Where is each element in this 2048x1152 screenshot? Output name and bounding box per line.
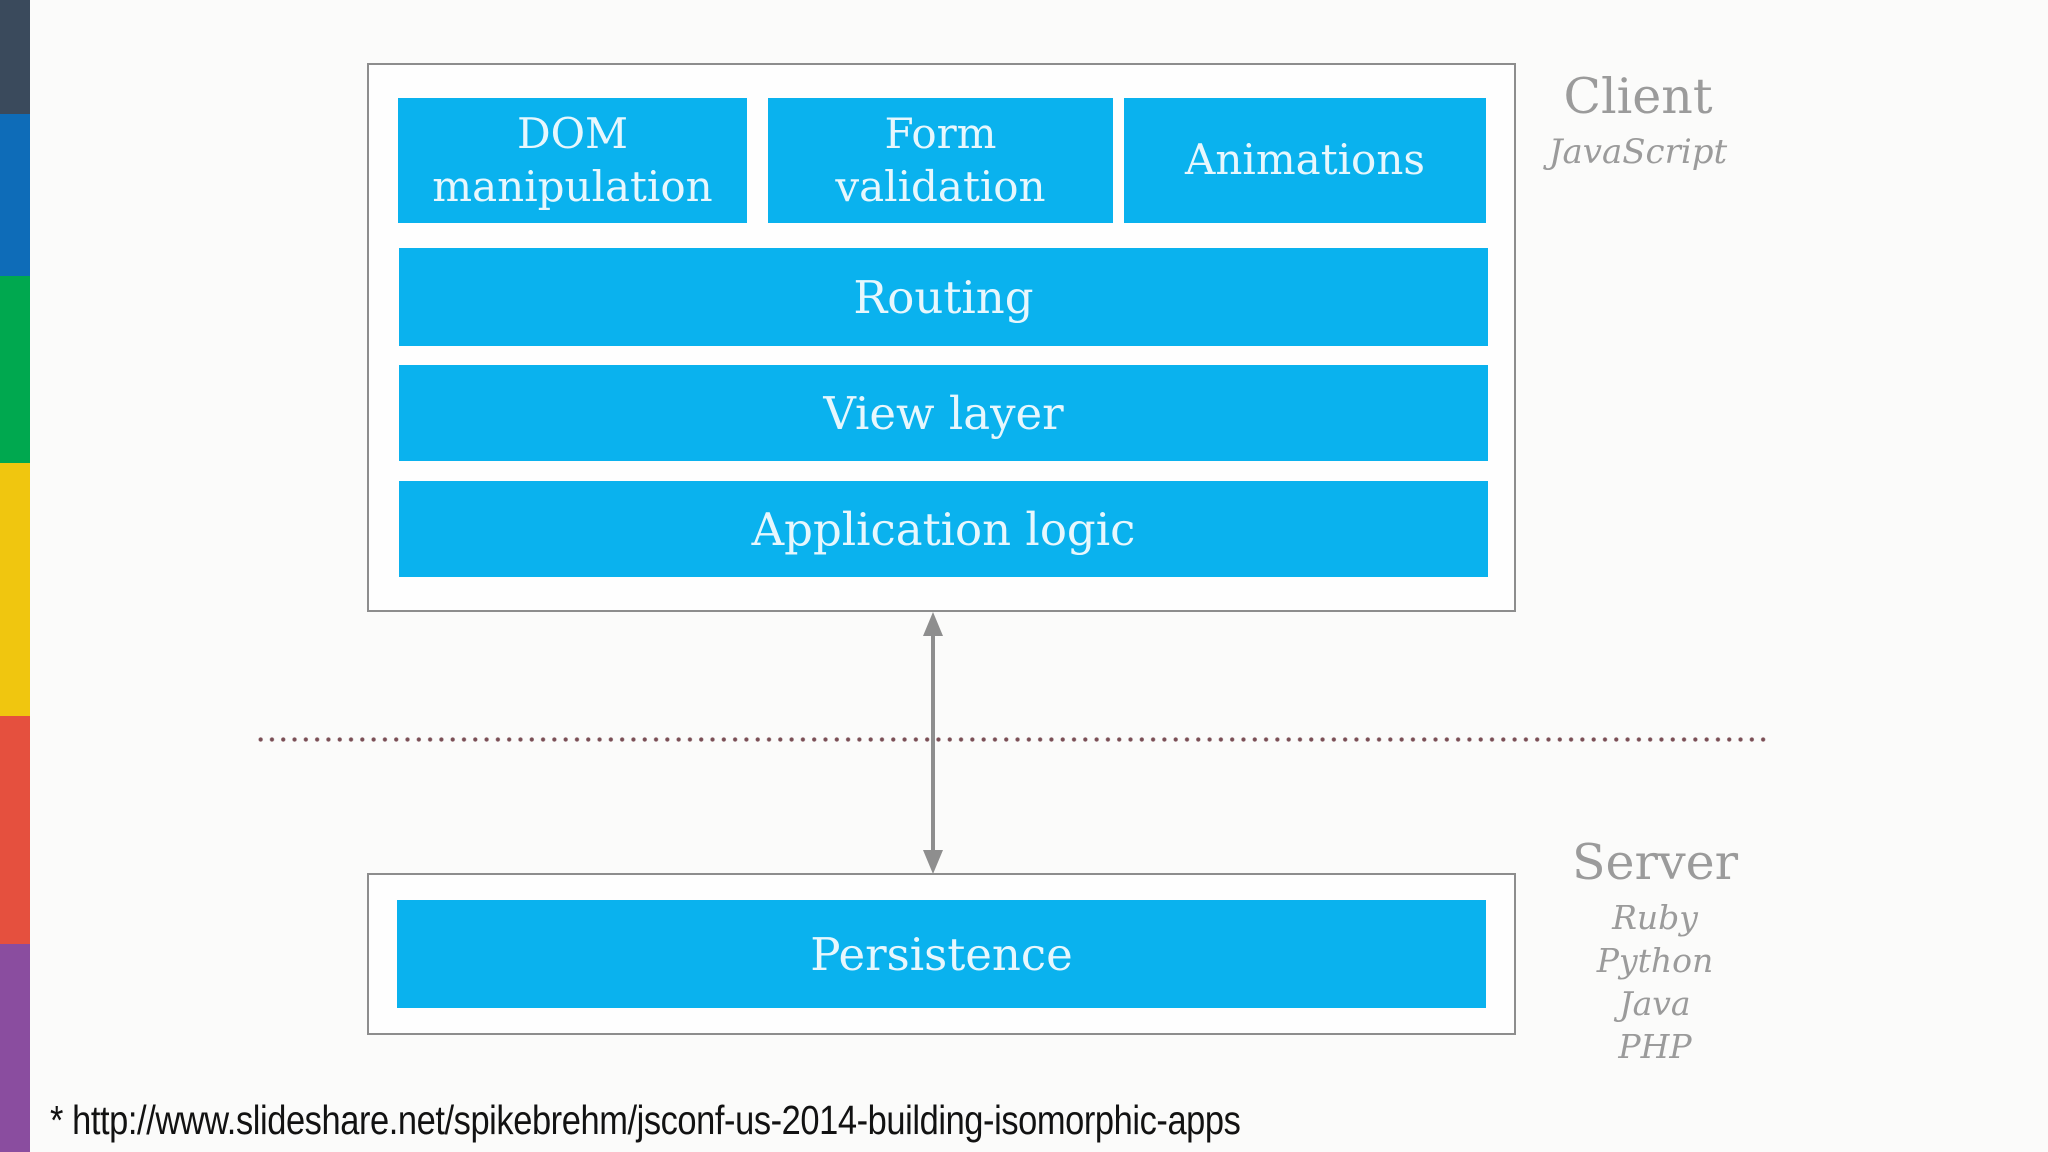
layer-box-application-logic: Application logic	[399, 481, 1488, 577]
stripe-segment-navy	[0, 0, 30, 114]
layer-box-persistence: Persistence	[397, 900, 1486, 1008]
stripe-segment-purple	[0, 944, 30, 1152]
client-label-group: Client JavaScript	[1528, 70, 1748, 172]
module-box-dom-manipulation: DOM manipulation	[398, 98, 747, 223]
client-label: Client	[1563, 68, 1713, 125]
server-label: Server	[1571, 834, 1739, 891]
stripe-segment-red	[0, 716, 30, 944]
layer-box-view-layer: View layer	[399, 365, 1488, 461]
client-server-divider	[255, 737, 1767, 742]
server-language-java: Java	[1619, 983, 1691, 1023]
stripe-segment-yellow	[0, 463, 30, 716]
client-sublabel: JavaScript	[1548, 131, 1728, 172]
server-language-php: PHP	[1618, 1026, 1692, 1066]
source-citation: * http://www.slideshare.net/spikebrehm/j…	[50, 1097, 1241, 1143]
server-language-python: Python	[1596, 940, 1714, 980]
server-label-group: Server Ruby Python Java PHP	[1545, 836, 1765, 1068]
server-box: Persistence	[367, 873, 1516, 1035]
accent-stripe	[0, 0, 30, 1152]
stripe-segment-green	[0, 276, 30, 463]
client-server-arrow	[915, 612, 951, 874]
server-language-list: Ruby Python Java PHP	[1545, 896, 1765, 1068]
server-language-ruby: Ruby	[1612, 897, 1698, 937]
client-box: DOM manipulation Form validation Animati…	[367, 63, 1516, 612]
bidirectional-arrow-icon	[923, 612, 943, 874]
module-box-form-validation: Form validation	[768, 98, 1113, 223]
stripe-segment-blue	[0, 114, 30, 276]
layer-box-routing: Routing	[399, 248, 1488, 346]
module-box-animations: Animations	[1124, 98, 1486, 223]
